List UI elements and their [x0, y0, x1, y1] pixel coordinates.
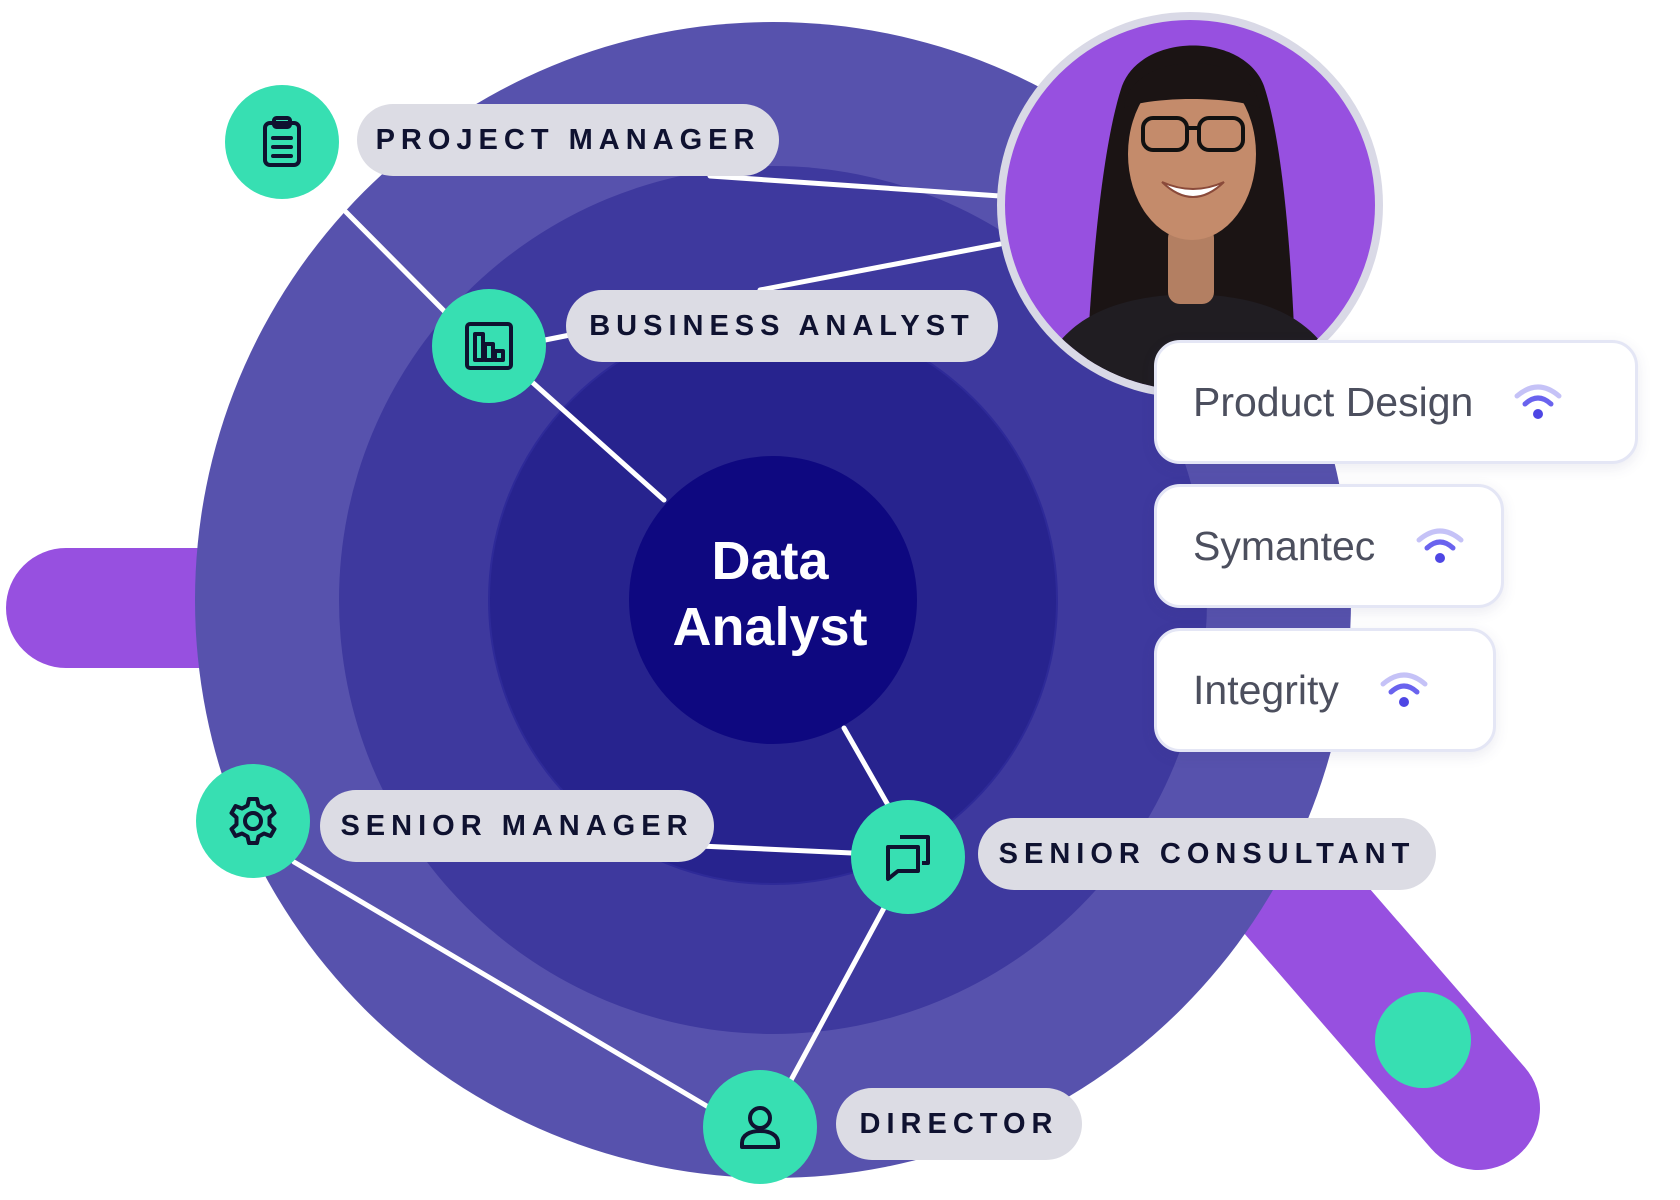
business-analyst-label[interactable]: BUSINESS ANALYST	[566, 290, 998, 362]
skill-card-integrity[interactable]: Integrity	[1154, 628, 1496, 752]
skill-card-symantec[interactable]: Symantec	[1154, 484, 1504, 608]
portrait-bangs	[1124, 62, 1260, 108]
bar-chart-icon	[465, 322, 513, 370]
connector-lines	[291, 173, 1003, 1111]
senior-consultant-label[interactable]: SENIOR CONSULTANT	[978, 818, 1436, 890]
portrait-neck	[1168, 226, 1214, 304]
skill-label: Integrity	[1193, 666, 1339, 713]
portrait-smile	[1161, 181, 1225, 198]
connector-project-manager-to-portrait	[707, 173, 1003, 199]
senior-consultant-node[interactable]	[851, 800, 965, 914]
connector-senior-manager-to-senior-consultant	[697, 843, 855, 856]
connector-business-analyst-to-portrait	[757, 241, 1003, 293]
portrait-face	[1128, 68, 1256, 240]
senior-manager-label[interactable]: SENIOR MANAGER	[320, 790, 714, 862]
wifi-signal-icon	[1416, 528, 1464, 563]
center-title-line2: Analyst	[672, 597, 868, 657]
handle-accent-dot	[1375, 992, 1471, 1088]
clipboard-icon	[263, 116, 301, 167]
skill-card-product-design[interactable]: Product Design	[1154, 340, 1638, 464]
connector-senior-manager-to-director	[291, 859, 713, 1111]
chat-bubbles-icon	[886, 835, 930, 881]
senior-manager-node[interactable]	[196, 764, 310, 878]
center-title-line1: Data	[711, 531, 829, 591]
connector-center-to-senior-consultant	[841, 725, 891, 808]
connector-senior-consultant-to-director	[787, 905, 887, 1085]
connector-business-analyst-to-center	[529, 379, 667, 503]
skill-label: Symantec	[1193, 522, 1376, 569]
project-manager-node[interactable]	[225, 85, 339, 199]
portrait-glasses-right	[1197, 116, 1245, 152]
director-node[interactable]	[703, 1070, 817, 1184]
gear-icon	[229, 797, 277, 845]
director-label[interactable]: DIRECTOR	[836, 1088, 1082, 1160]
wifi-signal-icon	[1380, 672, 1428, 707]
business-analyst-node[interactable]	[432, 289, 546, 403]
wifi-signal-icon	[1514, 384, 1562, 419]
skill-label: Product Design	[1193, 378, 1474, 425]
ring-core	[629, 456, 917, 744]
user-icon	[740, 1106, 780, 1149]
center-title: Data Analyst	[622, 528, 918, 660]
portrait-glasses-left	[1141, 116, 1189, 152]
connector-project-manager-to-business-analyst	[343, 209, 461, 328]
project-manager-label[interactable]: PROJECT MANAGER	[357, 104, 779, 176]
portrait	[997, 12, 1383, 398]
